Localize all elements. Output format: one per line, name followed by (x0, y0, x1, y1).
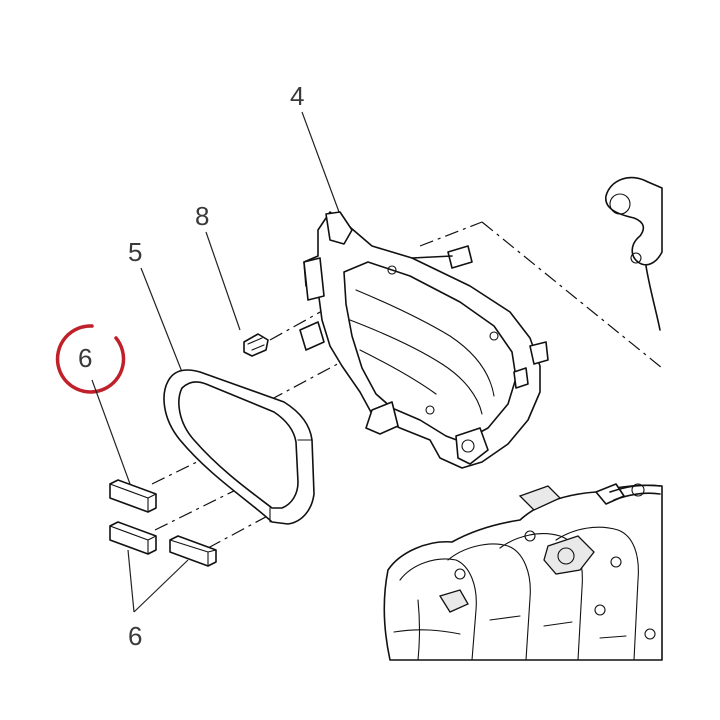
red-circle-highlight-icon (55, 324, 126, 394)
linkage-arm (605, 176, 663, 331)
callout-6-top[interactable]: 6 (78, 343, 92, 373)
leader-lines (91, 111, 343, 613)
screw-part-8[interactable] (243, 333, 269, 357)
pad-part-6-b[interactable] (109, 521, 157, 555)
callout-8[interactable]: 8 (195, 201, 209, 231)
bracket-part-5[interactable] (163, 369, 315, 525)
callout-4[interactable]: 4 (290, 81, 304, 111)
intake-manifold (383, 483, 663, 661)
callout-5[interactable]: 5 (128, 237, 142, 267)
callout-6-bottom[interactable]: 6 (128, 621, 142, 651)
pad-part-6-a[interactable] (109, 479, 157, 513)
pad-part-6-c[interactable] (169, 535, 217, 567)
housing-part-4[interactable] (299, 211, 549, 469)
